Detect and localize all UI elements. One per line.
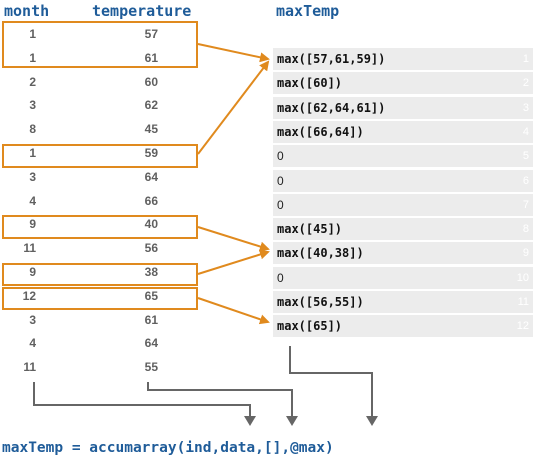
month-cell: 1 xyxy=(29,146,36,160)
maxtemp-header: maxTemp xyxy=(276,2,340,20)
temperature-cell: 56 xyxy=(144,241,158,256)
output-index: 11 xyxy=(517,296,529,308)
temperature-cell: 64 xyxy=(144,169,158,184)
output-expression: max([40,38]) xyxy=(277,246,364,261)
highlight-box-month-9-row-2 xyxy=(2,263,198,286)
month-cell: 2 xyxy=(29,74,36,89)
temperature-cell: 64 xyxy=(144,336,158,351)
temperature-cell: 55 xyxy=(144,360,158,375)
output-cell: max([45]) 8 xyxy=(273,218,533,241)
month-cell: 12 xyxy=(22,288,36,303)
month-cell: 4 xyxy=(29,336,36,351)
temperature-cell: 61 xyxy=(144,312,158,327)
highlight-box-month-1-rows xyxy=(2,21,198,68)
output-index: 5 xyxy=(522,150,529,163)
arrowhead-ind xyxy=(244,416,256,426)
output-cell: max([62,64,61]) 3 xyxy=(273,96,533,119)
output-expression: max([66,64]) xyxy=(277,124,364,139)
arrow-rows-1-to-out-1 xyxy=(197,43,270,63)
connector-out-to-result xyxy=(289,346,373,416)
output-index: 7 xyxy=(522,198,529,211)
arrowhead-data xyxy=(286,416,298,426)
month-cell: 11 xyxy=(23,360,36,375)
temperature-cell: 40 xyxy=(144,217,158,232)
output-index: 2 xyxy=(522,77,529,90)
output-expression: 0 xyxy=(277,149,284,164)
temperature-cell: 60 xyxy=(144,74,158,89)
output-cell: 0 10 xyxy=(273,266,533,289)
output-cell: max([56,55]) 11 xyxy=(273,291,533,313)
month-cell: 9 xyxy=(29,217,36,232)
month-header: month xyxy=(4,2,50,20)
output-index: 10 xyxy=(516,271,529,284)
output-cell: max([60]) 2 xyxy=(273,72,533,95)
output-cell: max([57,61,59]) 1 xyxy=(273,48,533,70)
month-cell: 3 xyxy=(29,312,36,327)
connector-temp-to-data xyxy=(147,382,293,416)
output-index: 6 xyxy=(522,174,529,187)
output-expression: 0 xyxy=(277,270,284,285)
output-cell: max([40,38]) 9 xyxy=(273,242,533,265)
highlight-box-month-12-row xyxy=(2,287,198,310)
output-cell: max([66,64]) 4 xyxy=(273,120,533,143)
output-index: 1 xyxy=(522,53,529,65)
output-expression: max([56,55]) xyxy=(277,295,364,309)
arrow-row-11-to-out-9 xyxy=(197,249,270,275)
month-cell: 3 xyxy=(29,169,36,184)
output-expression: 0 xyxy=(277,197,284,212)
output-index: 4 xyxy=(522,125,529,138)
month-cell: 8 xyxy=(29,122,36,137)
month-cell: 11 xyxy=(23,241,36,256)
month-cell: 9 xyxy=(29,265,36,279)
temperature-cell: 45 xyxy=(144,122,158,137)
output-expression: max([60]) xyxy=(277,76,343,91)
output-expression: max([62,64,61]) xyxy=(277,100,386,115)
output-expression: 0 xyxy=(277,173,284,188)
highlight-box-month-9-row xyxy=(2,215,198,239)
temperature-cell: 61 xyxy=(144,50,158,65)
temperature-cell: 59 xyxy=(144,146,158,160)
output-index: 3 xyxy=(522,101,529,114)
output-index: 8 xyxy=(522,223,529,236)
temperature-cell: 66 xyxy=(144,193,158,208)
temperature-cell: 65 xyxy=(144,288,158,303)
temperature-cell: 57 xyxy=(144,27,158,41)
month-cell: 1 xyxy=(29,50,36,65)
arrowhead-result xyxy=(366,416,378,426)
output-expression: max([57,61,59]) xyxy=(277,52,386,66)
output-index: 9 xyxy=(522,247,529,260)
temperature-cell: 38 xyxy=(144,265,158,279)
accumarray-code-line: maxTemp = accumarray(ind,data,[],@max) xyxy=(2,440,334,456)
temperature-header: temperature xyxy=(92,2,192,20)
output-expression: max([45]) xyxy=(277,222,343,237)
output-cell: max([65]) 12 xyxy=(273,315,533,338)
arrow-row-12-to-out-12 xyxy=(197,297,270,325)
output-expression: max([65]) xyxy=(277,319,343,334)
output-index: 12 xyxy=(516,320,529,333)
month-cell: 3 xyxy=(29,98,36,113)
highlight-box-month-1-row xyxy=(2,144,198,168)
arrow-row-9-to-out-9 xyxy=(197,226,270,252)
temperature-cell: 62 xyxy=(144,98,158,113)
month-cell: 4 xyxy=(29,193,36,208)
month-cell: 1 xyxy=(29,27,36,41)
arrow-row-6-to-out-1 xyxy=(197,60,270,155)
connector-month-to-ind xyxy=(33,382,251,416)
